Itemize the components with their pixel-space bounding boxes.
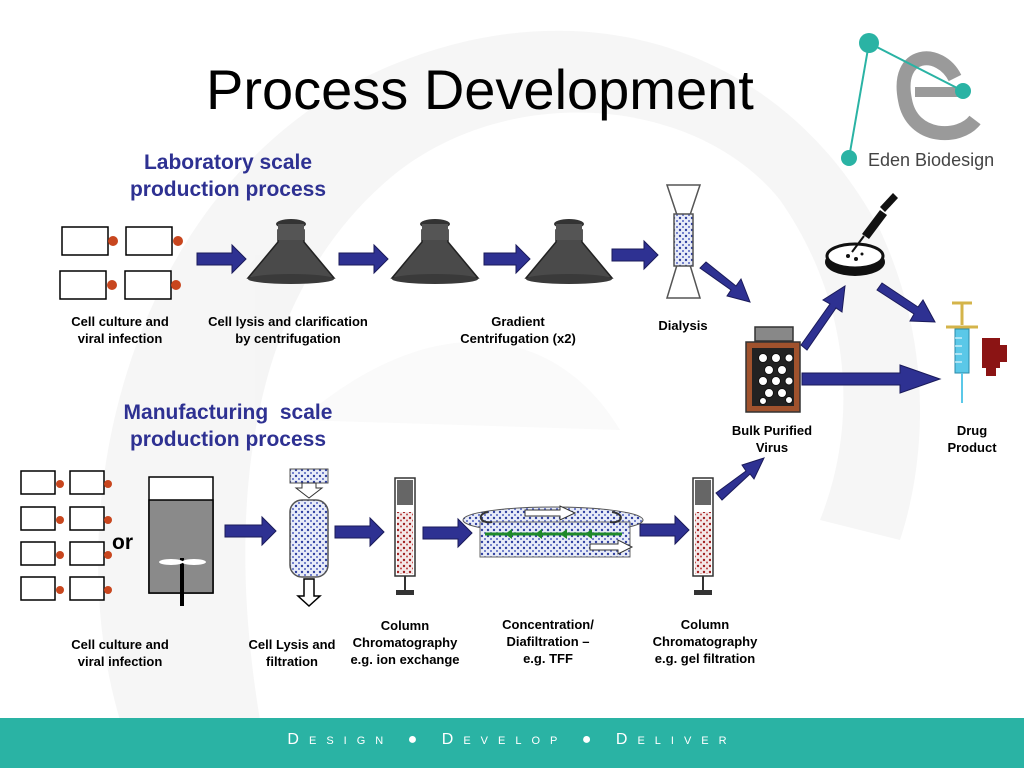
centrifuge-tube-icon-3 bbox=[524, 219, 614, 284]
bioreactor-icon bbox=[148, 476, 214, 606]
caption-line: viral infection bbox=[77, 654, 163, 669]
caption-line: e.g. ion exchange bbox=[350, 652, 460, 667]
caption-line: Cell lysis and clarification bbox=[208, 314, 368, 329]
mfg-step-column-ion-exchange: Column Chromatography e.g. ion exchange bbox=[335, 617, 475, 668]
caption-line: filtration bbox=[266, 654, 318, 669]
lab-step-gradient: Gradient Centrifugation (x2) bbox=[438, 313, 598, 347]
drug-product-label: Drug Product bbox=[932, 422, 1012, 456]
caption-line: Product bbox=[947, 440, 997, 455]
mfg-step-lysis-filtration: Cell Lysis and filtration bbox=[232, 636, 352, 670]
caption-line: Centrifugation (x2) bbox=[460, 331, 576, 346]
flow-arrows-output bbox=[715, 282, 942, 501]
caption-line: by centrifugation bbox=[235, 331, 341, 346]
caption-line: Cell Lysis and bbox=[248, 637, 336, 652]
or-label: or bbox=[112, 531, 133, 554]
flow-arrows-mfg bbox=[224, 514, 690, 549]
watermark-e-icon bbox=[98, 30, 920, 721]
lab-heading-line1: Laboratory scale bbox=[143, 151, 313, 174]
cell-culture-flasks-mfg bbox=[20, 470, 112, 601]
caption-line: Diafiltration – bbox=[506, 634, 590, 649]
caption-line: Chromatography bbox=[652, 634, 758, 649]
page-title: Process Development bbox=[206, 58, 754, 121]
caption-line: e.g. gel filtration bbox=[654, 651, 756, 666]
lab-step-cell-culture: Cell culture and viral infection bbox=[40, 313, 200, 347]
cell-culture-flasks-lab bbox=[59, 226, 183, 300]
caption-line: Gradient bbox=[491, 314, 545, 329]
centrifuge-tube-icon-1 bbox=[246, 219, 336, 284]
logo-name: Eden Biodesign bbox=[868, 150, 995, 170]
lab-step-dialysis: Dialysis bbox=[643, 317, 723, 334]
chromatography-column-icon-2 bbox=[692, 477, 714, 595]
caption-line: Chromatography bbox=[352, 635, 458, 650]
mfg-heading-line1: Manufacturing scale bbox=[123, 401, 333, 424]
caption-line: Column bbox=[680, 617, 730, 632]
caption-line: Bulk Purified bbox=[731, 423, 813, 438]
lab-heading-line2: production process bbox=[129, 178, 327, 201]
mfg-heading: Manufacturing scale production process bbox=[96, 399, 360, 453]
mfg-heading-line2: production process bbox=[129, 428, 327, 451]
chromatography-column-icon-1 bbox=[394, 477, 416, 595]
flow-arrows-lab bbox=[196, 239, 751, 303]
petri-dish-syringe-icon bbox=[825, 193, 898, 276]
depth-filter-icon bbox=[289, 468, 329, 608]
mfg-step-column-gel-filtration: Column Chromatography e.g. gel filtratio… bbox=[635, 616, 775, 667]
lab-step-cell-lysis: Cell lysis and clarification by centrifu… bbox=[190, 313, 386, 347]
caption-line: Virus bbox=[755, 440, 789, 455]
drug-product-icon bbox=[946, 301, 1007, 403]
dialysis-cassette-icon bbox=[665, 184, 702, 299]
centrifuge-tube-icon-2 bbox=[390, 219, 480, 284]
mfg-step-tff: Concentration/ Diafiltration – e.g. TFF bbox=[478, 616, 618, 667]
footer-bar bbox=[0, 718, 1024, 768]
mfg-step-cell-culture: Cell culture and viral infection bbox=[40, 636, 200, 670]
lab-heading: Laboratory scale production process bbox=[96, 149, 360, 203]
tff-cassette-icon bbox=[462, 505, 644, 558]
bulk-virus-label: Bulk Purified Virus bbox=[712, 422, 832, 456]
bulk-virus-bottle-icon bbox=[745, 326, 801, 413]
caption-line: Cell culture and bbox=[71, 637, 169, 652]
eden-logo-icon bbox=[841, 33, 981, 166]
caption-line: Dialysis bbox=[658, 318, 708, 333]
footer-tagline: Design ● Develop ● Deliver bbox=[287, 731, 737, 748]
caption-line: Column bbox=[380, 618, 430, 633]
caption-line: Drug bbox=[956, 423, 988, 438]
caption-line: viral infection bbox=[77, 331, 163, 346]
caption-line: e.g. TFF bbox=[523, 651, 573, 666]
caption-line: Concentration/ bbox=[502, 617, 594, 632]
caption-line: Cell culture and bbox=[71, 314, 169, 329]
